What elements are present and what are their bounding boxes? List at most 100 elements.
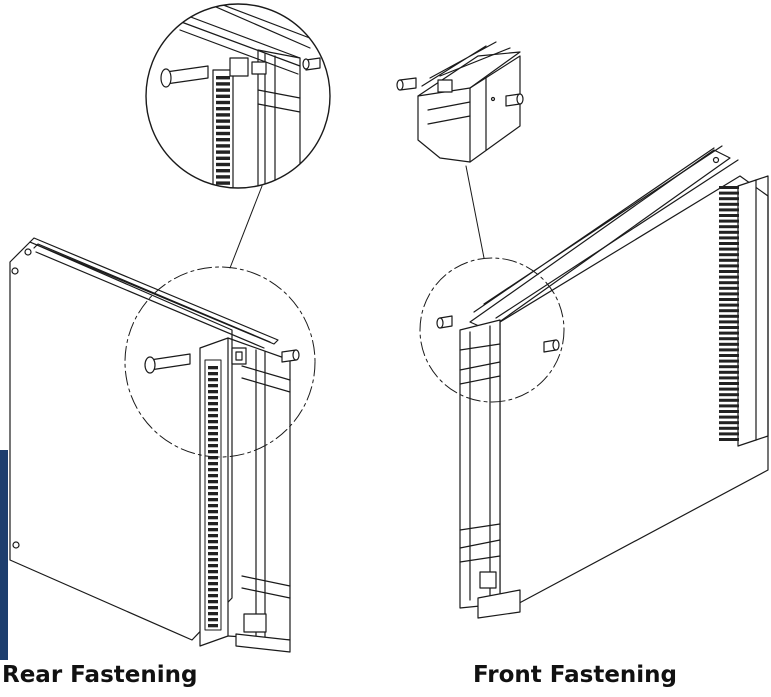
connector-pin	[719, 208, 739, 212]
connector-pin	[216, 125, 230, 130]
connector-pin	[208, 366, 218, 370]
connector-pin	[719, 404, 739, 408]
connector-pin	[208, 534, 218, 538]
connector-pin	[208, 438, 218, 442]
connector-pin	[719, 230, 739, 234]
connector-pin	[216, 181, 230, 185]
connector-pin	[208, 378, 218, 382]
connector-pin	[208, 372, 218, 376]
connector-pin	[719, 270, 739, 273]
connector-pin	[208, 546, 218, 550]
front-detail-view	[396, 41, 524, 163]
connector-pin	[208, 486, 218, 490]
connector-pin	[208, 414, 218, 418]
connector-pin	[208, 588, 218, 592]
front-screw-left	[436, 315, 453, 329]
connector-pin	[208, 522, 218, 526]
connector-pin	[216, 107, 230, 111]
connector-pin	[208, 498, 218, 502]
front-rear-connector	[737, 175, 769, 447]
connector-pin	[719, 242, 739, 245]
connector-pin	[208, 576, 218, 580]
connector-pin	[208, 582, 218, 586]
connector-pin	[216, 113, 230, 117]
connector-pin	[719, 298, 739, 301]
connector-pin	[719, 365, 739, 369]
connector-pin	[216, 144, 230, 148]
rear-top-screw	[144, 347, 300, 374]
connector-pin	[216, 100, 230, 105]
connector-pin	[208, 462, 218, 466]
connector-pin	[719, 320, 739, 324]
connector-pin	[208, 396, 218, 400]
front-connector-pins	[719, 186, 739, 441]
caption-front-fastening: Front Fastening	[473, 662, 678, 688]
connector-pin	[719, 382, 739, 385]
connector-pin	[208, 624, 218, 628]
connector-pin	[208, 402, 218, 406]
rear-callout-line	[229, 185, 263, 269]
connector-pin	[719, 258, 739, 262]
caption-rear-fastening: Rear Fastening	[2, 662, 198, 688]
connector-pin	[719, 398, 739, 402]
connector-pin	[216, 162, 230, 167]
connector-pin	[719, 197, 739, 201]
connector-pin	[719, 359, 739, 363]
connector-pin	[719, 219, 739, 223]
connector-pin	[208, 492, 218, 496]
connector-pin	[208, 450, 218, 454]
connector-pin	[719, 303, 739, 307]
connector-pin	[719, 354, 739, 357]
connector-pin	[216, 156, 230, 161]
connector-pin	[719, 387, 739, 391]
connector-pin	[216, 119, 230, 123]
connector-pin	[719, 314, 739, 318]
rear-detail-view	[145, 3, 331, 197]
connector-pin	[208, 408, 218, 412]
connector-pin	[216, 94, 230, 99]
connector-pin	[719, 393, 739, 397]
connector-pin	[719, 247, 739, 251]
connector-pin	[208, 612, 218, 616]
connector-pin	[719, 253, 739, 257]
connector-pin	[719, 410, 739, 413]
rear-top-rail	[24, 237, 279, 349]
rear-callout-circle	[124, 266, 316, 458]
rear-assembly	[9, 185, 316, 653]
connector-pin	[208, 468, 218, 472]
connector-pin	[719, 342, 739, 346]
front-callout-circle	[419, 257, 565, 403]
connector-pin	[216, 150, 230, 154]
connector-pin	[208, 540, 218, 544]
connector-pin	[208, 420, 218, 424]
connector-pin	[719, 191, 739, 195]
connector-pin	[208, 606, 218, 610]
connector-pin	[216, 138, 230, 142]
connector-pin	[719, 370, 739, 374]
connector-pin	[208, 390, 218, 394]
connector-pin	[719, 281, 739, 285]
connector-pin	[216, 194, 230, 197]
connector-pin	[719, 202, 739, 206]
connector-pin	[719, 438, 739, 441]
connector-pin	[208, 618, 218, 622]
connector-pin	[208, 384, 218, 388]
connector-pin	[208, 474, 218, 478]
connector-pin	[719, 225, 739, 229]
page-edge-bar	[0, 450, 8, 660]
front-screw-right	[543, 339, 560, 353]
rear-bottom-clip	[243, 613, 267, 633]
front-front-panel	[459, 319, 521, 619]
connector-pin	[719, 426, 739, 430]
connector-pin	[719, 275, 739, 279]
connector-pin	[208, 504, 218, 508]
connector-pin	[208, 570, 218, 574]
connector-pin	[719, 331, 739, 335]
connector-pin	[208, 594, 218, 598]
connector-pin	[208, 432, 218, 436]
connector-pin	[719, 326, 739, 329]
connector-pin	[719, 337, 739, 341]
rear-detail-circle	[145, 3, 331, 189]
connector-pin	[719, 421, 739, 425]
